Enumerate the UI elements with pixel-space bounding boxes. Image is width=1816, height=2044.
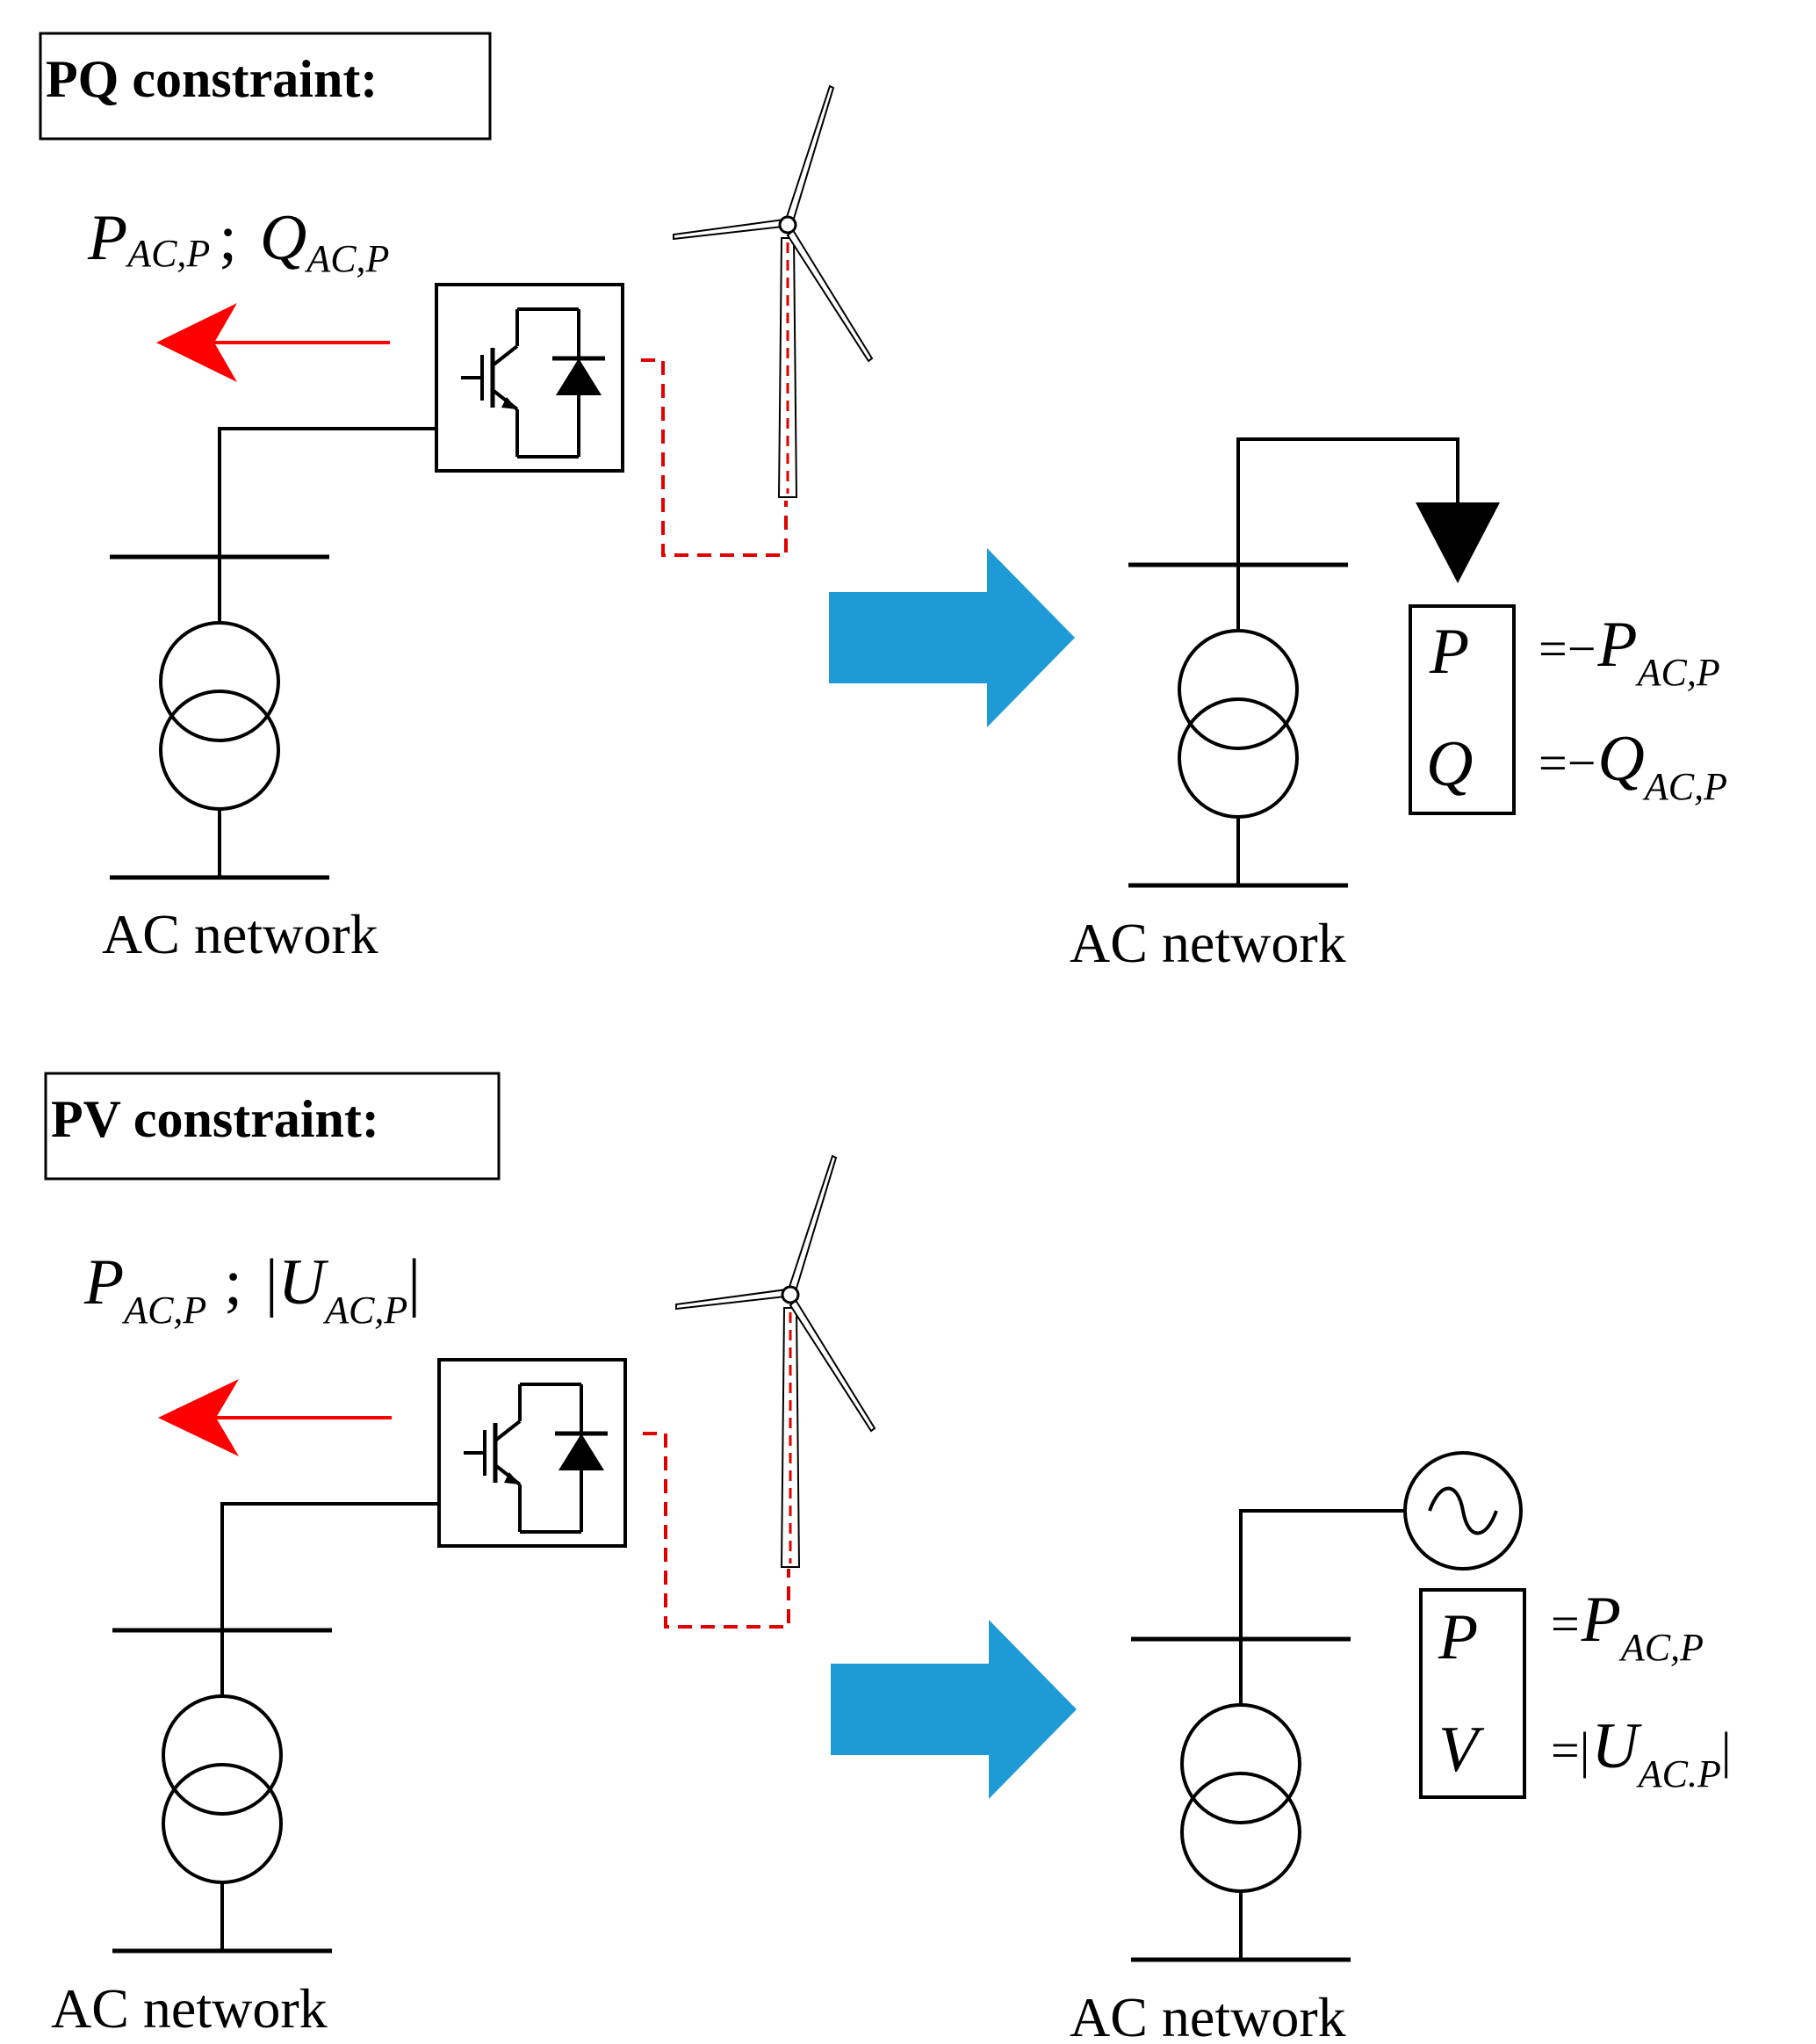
wind-turbine-icon	[674, 1154, 876, 1569]
pq-left-network-label: AC network	[102, 903, 378, 965]
pq-right-network-label: AC network	[1070, 912, 1346, 974]
pv-source-line	[1239, 1509, 1407, 1639]
pv-bus-type-box: P V	[1419, 1588, 1526, 1799]
pq-eq-q: =−QAC,P	[1539, 723, 1727, 808]
transformer-icon	[1128, 565, 1348, 885]
pq-eq-p: =−PAC,P	[1539, 609, 1720, 694]
pq-transform-arrow	[829, 548, 1075, 727]
pv-transform-arrow	[831, 1620, 1077, 1799]
transformer-icon	[1131, 1639, 1351, 1960]
pv-eq-v: =|UAC.P|	[1551, 1710, 1732, 1795]
pq-control-link	[641, 358, 788, 557]
pv-section: PV constraint: PAC,P;|UAC,P| AC network	[44, 1072, 1732, 2044]
converter-icon	[439, 1360, 625, 1546]
pv-right-network-label: AC network	[1070, 1986, 1346, 2044]
transformer-icon	[110, 557, 329, 878]
pv-title: PV constraint:	[51, 1090, 379, 1148]
converter-icon	[436, 285, 623, 471]
pv-title-box: PV constraint:	[44, 1072, 501, 1181]
pv-box-p: P	[1438, 1601, 1478, 1673]
pq-bus-type-box: P Q	[1409, 604, 1516, 815]
ac-source-icon	[1403, 1451, 1523, 1571]
pq-connection-line	[218, 427, 436, 559]
pv-eq-p: =PAC,P	[1551, 1584, 1704, 1669]
transformer-icon	[112, 1630, 332, 1951]
pq-title: PQ constraint:	[46, 50, 378, 108]
pq-box-q: Q	[1426, 728, 1473, 800]
pv-control-link	[643, 1432, 790, 1629]
pv-left-network-label: AC network	[51, 1977, 328, 2040]
pq-power-flow-arrow	[156, 303, 390, 382]
pq-title-box: PQ constraint:	[39, 32, 492, 141]
pv-power-flow-arrow	[158, 1379, 392, 1456]
pq-box-p: P	[1429, 616, 1469, 688]
pv-box-v: V	[1438, 1714, 1485, 1786]
wind-turbine-icon	[672, 84, 874, 499]
pv-spec-label: PAC,P;|UAC,P|	[83, 1246, 421, 1332]
pq-spec-label: PAC,P;QAC,P	[87, 202, 389, 280]
pv-connection-line	[220, 1502, 439, 1632]
load-arrow-icon	[1416, 502, 1500, 583]
pq-section: PQ constraint: PAC,P;QAC,P AC network	[39, 32, 1727, 974]
pq-load-line	[1236, 437, 1459, 565]
